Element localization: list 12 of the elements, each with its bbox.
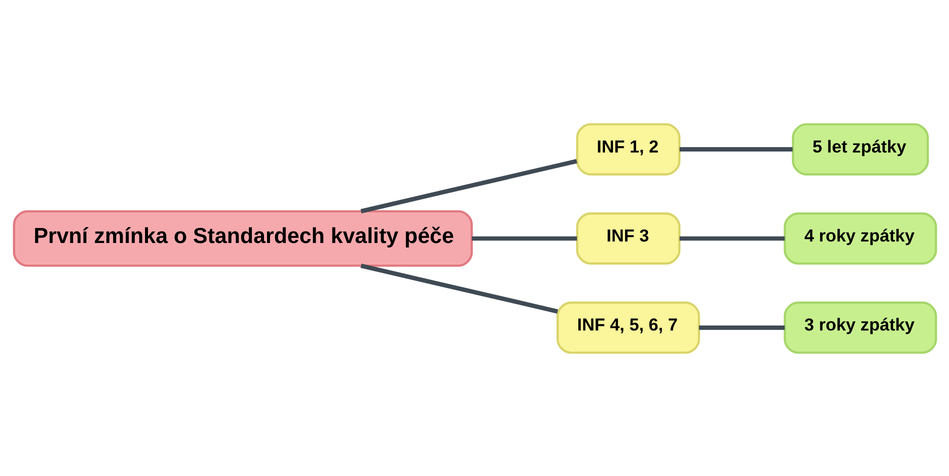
node-box: 5 let zpátky: [791, 122, 928, 175]
node-box: První zmínka o Standardech kvality péče: [12, 210, 472, 266]
node-box: INF 4, 5, 6, 7: [556, 301, 700, 354]
node-box: 3 roky zpátky: [783, 301, 937, 354]
connector: [679, 236, 784, 240]
node-box: INF 3: [576, 212, 680, 264]
connector: [471, 236, 576, 240]
connector: [360, 158, 577, 213]
connector: [679, 146, 792, 152]
connector: [698, 324, 784, 330]
node-box: 4 roky zpátky: [783, 212, 937, 264]
node-box: INF 1, 2: [576, 122, 680, 175]
